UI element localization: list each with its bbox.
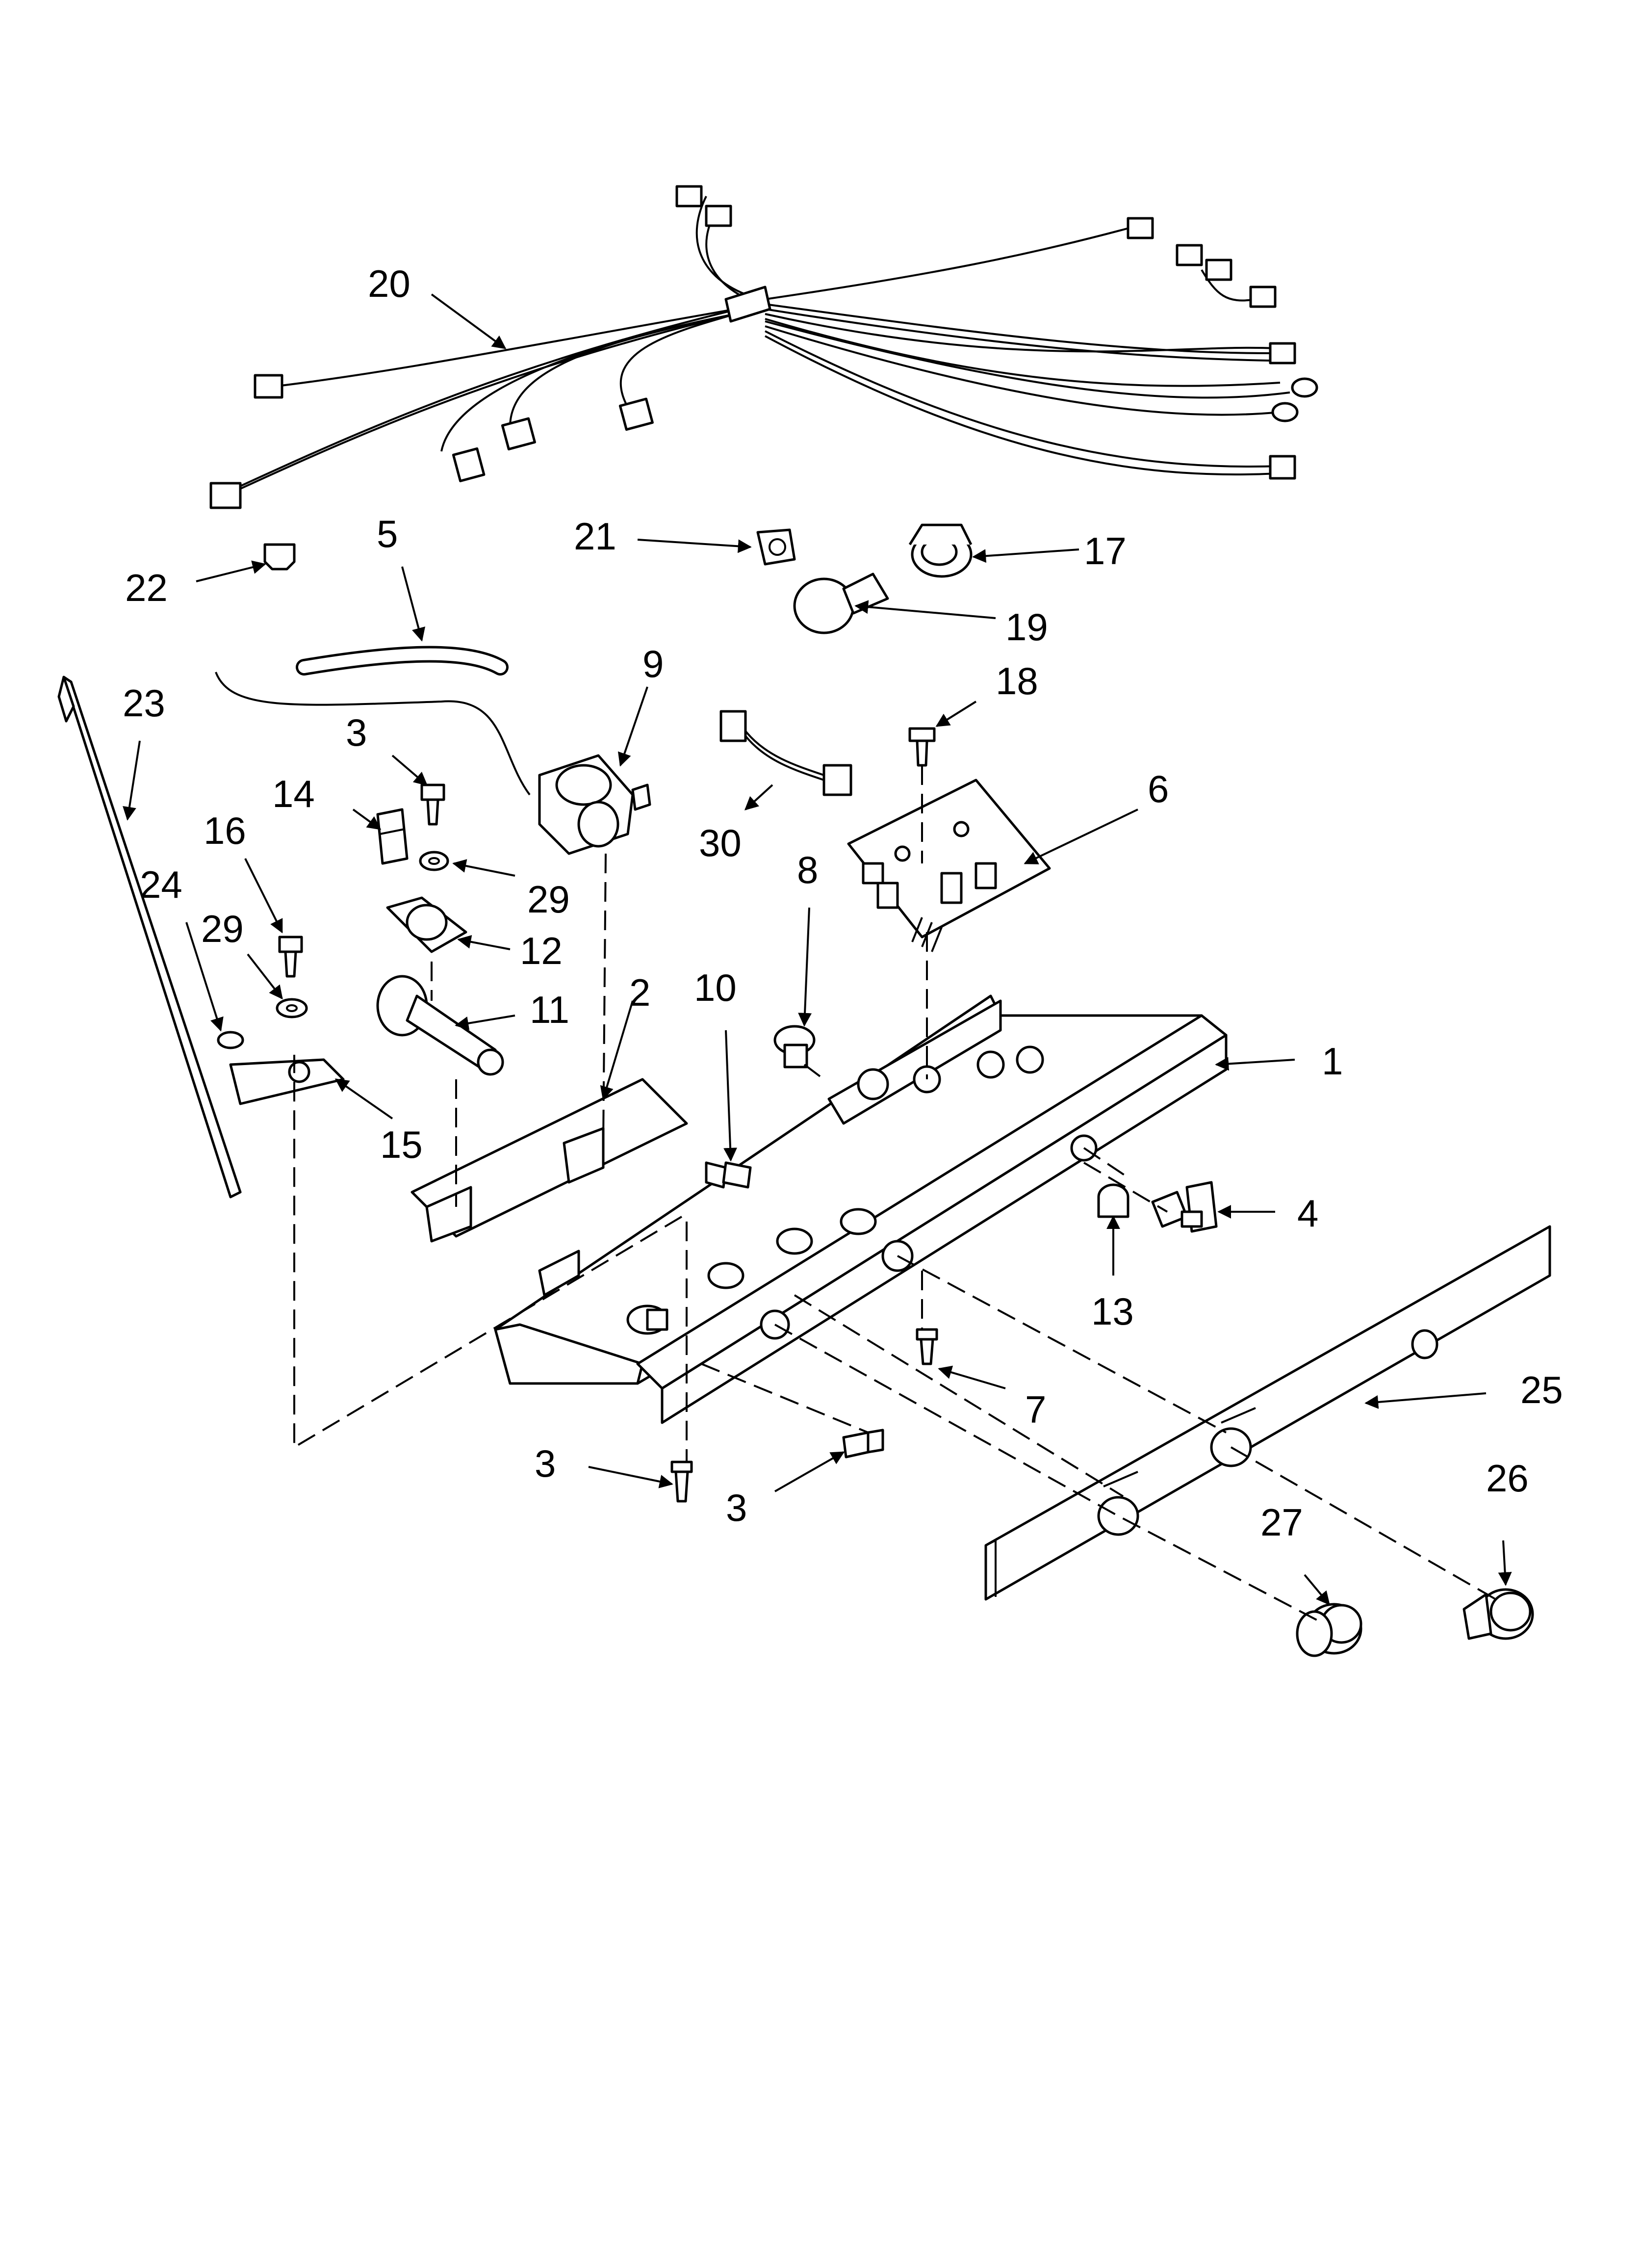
- callout-8: 8: [797, 848, 818, 891]
- wire-harness: [209, 185, 1318, 509]
- callout-27: 27: [1260, 1501, 1303, 1544]
- screw-7: [916, 1328, 938, 1365]
- callout-6: 6: [1148, 767, 1169, 810]
- knob-26: [1462, 1588, 1534, 1640]
- screw-18: [908, 727, 936, 767]
- left-control-parts: [57, 676, 504, 1199]
- light-bulb-19: [793, 573, 889, 634]
- knob-27: [1296, 1603, 1362, 1657]
- plug-8: [773, 1025, 816, 1069]
- callout-3-top: 3: [346, 711, 367, 754]
- callout-24: 24: [140, 863, 182, 906]
- screw-10: [705, 1161, 752, 1189]
- callout-12: 12: [520, 929, 563, 972]
- callout-16: 16: [204, 809, 246, 852]
- callout-2: 2: [629, 971, 650, 1014]
- tube-5: [296, 646, 509, 676]
- light-13: [1097, 1183, 1129, 1218]
- switch-4: [1151, 1181, 1218, 1233]
- callout-26: 26: [1486, 1457, 1529, 1500]
- thermostat-9: [538, 754, 651, 855]
- callout-labels: 20 22 5 21 17 19 18 9 23 3 14 16 29 12 1…: [123, 262, 1563, 1544]
- callout-21: 21: [574, 515, 616, 558]
- clip-21: [756, 528, 796, 566]
- callout-30: 30: [699, 821, 742, 864]
- leader-lines: [123, 293, 1512, 1606]
- callout-9: 9: [642, 642, 664, 685]
- clip-22: [263, 543, 296, 571]
- callout-18: 18: [996, 659, 1038, 703]
- callout-22: 22: [125, 566, 168, 609]
- callout-14: 14: [272, 772, 315, 815]
- front-panel-25: [984, 1225, 1551, 1601]
- callout-7: 7: [1025, 1388, 1046, 1431]
- callout-19: 19: [1005, 605, 1048, 649]
- callout-4: 4: [1297, 1192, 1318, 1235]
- control-housing-1: [494, 994, 1228, 1424]
- callout-15: 15: [380, 1123, 423, 1166]
- callout-29-left: 29: [201, 907, 244, 950]
- lamp-socket-17: [908, 523, 973, 578]
- callout-3-left: 3: [535, 1442, 556, 1485]
- callout-10: 10: [694, 966, 737, 1009]
- screws-3-bottom: [670, 1429, 884, 1503]
- callout-23: 23: [123, 681, 165, 725]
- capillary-tube: [215, 672, 531, 796]
- callout-29-right: 29: [527, 878, 570, 921]
- callout-20: 20: [368, 262, 410, 305]
- callout-11: 11: [530, 988, 569, 1031]
- callout-3-right: 3: [726, 1486, 747, 1529]
- harness-30: [719, 710, 852, 796]
- callout-25: 25: [1520, 1368, 1563, 1411]
- callout-1: 1: [1322, 1040, 1343, 1083]
- callout-5: 5: [377, 512, 398, 555]
- bracket-2: [410, 1078, 688, 1243]
- control-board-6: [847, 779, 1051, 952]
- callout-13: 13: [1091, 1290, 1134, 1333]
- callout-17: 17: [1084, 529, 1127, 573]
